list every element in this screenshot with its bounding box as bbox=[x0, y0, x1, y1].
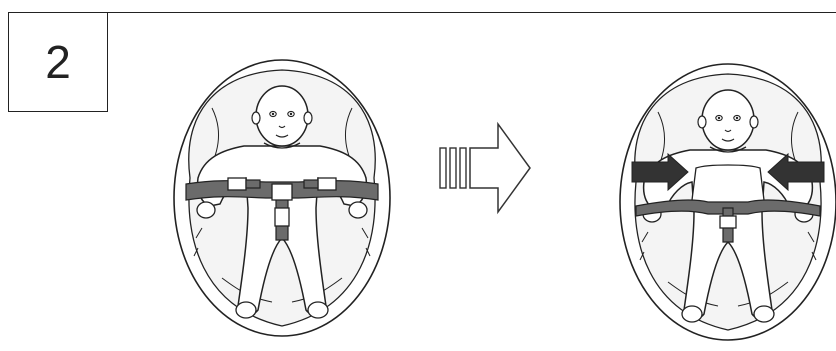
press-arrow-left-icon bbox=[631, 152, 689, 192]
press-arrow-right-icon bbox=[767, 152, 825, 192]
before-harness-illustration bbox=[173, 59, 391, 337]
next-arrow-icon bbox=[439, 121, 531, 215]
step-number: 2 bbox=[45, 36, 71, 88]
header-rule bbox=[108, 12, 836, 13]
after-harness-illustration bbox=[619, 63, 836, 341]
step-number-box: 2 bbox=[8, 12, 108, 112]
